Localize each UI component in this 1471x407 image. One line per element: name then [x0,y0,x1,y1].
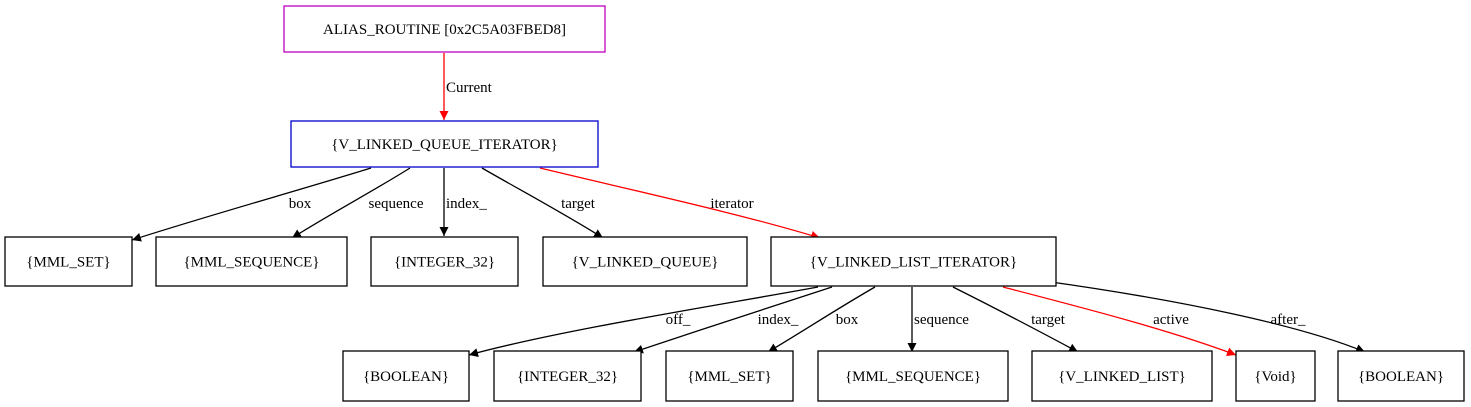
node-label: {BOOLEAN} [363,369,449,385]
node-label: ALIAS_ROUTINE [0x2C5A03FBED8] [323,22,566,38]
node-box [342,350,470,402]
edge-line [633,286,833,354]
node-int32-1: {INTEGER_32} [370,236,519,287]
edge-label: index_ [758,312,799,328]
edge-line [539,167,821,240]
edge-label: target [1031,312,1066,328]
edge-line [952,286,1079,353]
node-label: {MML_SEQUENCE} [845,369,981,385]
node-label: {V_LINKED_LIST} [1058,369,1186,385]
node-mml-set-1: {MML_SET} [4,236,133,287]
node-label: {V_LINKED_QUEUE_ITERATOR} [331,137,558,153]
node-vlqi: {V_LINKED_QUEUE_ITERATOR} [290,120,599,168]
edge-label: index_ [446,196,487,212]
edge-label: after_ [1271,312,1306,328]
node-vlq: {V_LINKED_QUEUE} [542,236,748,287]
node-int32-2: {INTEGER_32} [493,350,642,402]
edge-iterator: iterator [539,167,821,240]
edge-line [1043,280,1366,353]
node-box [493,350,642,402]
edge-current: Current [439,53,493,120]
node-mml-seq-1: {MML_SEQUENCE} [155,236,348,287]
node-label: {MML_SEQUENCE} [183,255,319,271]
edge-line [481,167,604,239]
node-box [4,236,133,287]
node-box [770,236,1057,287]
edge-line [1002,286,1237,357]
node-box [1235,350,1316,402]
edge-box-1: box [131,167,372,242]
node-box [1337,350,1465,402]
node-label: {V_LINKED_QUEUE} [572,255,719,271]
node-label: {BOOLEAN} [1358,369,1444,385]
edge-line [767,286,876,353]
node-vlli: {V_LINKED_LIST_ITERATOR} [770,236,1057,287]
node-box [283,5,606,53]
edge-line [291,167,411,239]
edge-target-1: target [481,167,604,239]
node-box [155,236,348,287]
node-box [370,236,519,287]
edge-label: sequence [914,312,969,328]
edge-off: off_ [468,286,819,357]
edge-sequence-1: sequence [291,167,424,239]
edge-index-2: index_ [633,286,833,354]
node-label: {INTEGER_32} [394,255,495,271]
edge-label: box [289,196,312,212]
node-box [665,350,794,402]
node-box [1031,350,1213,402]
node-label: {Void} [1254,369,1296,385]
edge-label: off_ [666,312,691,328]
node-box [817,350,1009,402]
node-vll: {V_LINKED_LIST} [1031,350,1213,402]
node-label: {V_LINKED_LIST_ITERATOR} [810,255,1017,271]
edge-label: iterator [710,196,753,212]
edge-label: active [1153,312,1189,328]
edge-box-2: box [767,286,876,353]
node-root: ALIAS_ROUTINE [0x2C5A03FBED8] [283,5,606,53]
node-box [542,236,748,287]
edge-sequence-2: sequence [907,287,969,352]
edge-line [131,167,372,242]
edge-target-2: target [952,286,1079,353]
node-mml-set-2: {MML_SET} [665,350,794,402]
nodes-layer: ALIAS_ROUTINE [0x2C5A03FBED8] {V_LINKED_Q… [4,5,1465,402]
edge-label: box [836,312,859,328]
node-label: {INTEGER_32} [517,369,618,385]
edge-active: active [1002,286,1237,357]
node-void: {Void} [1235,350,1316,402]
edge-line [468,286,819,357]
node-label: {MML_SET} [26,255,110,271]
node-bool-1: {BOOLEAN} [342,350,470,402]
node-label: {MML_SET} [687,369,771,385]
node-box [290,120,599,168]
edge-label: target [561,196,596,212]
node-bool-2: {BOOLEAN} [1337,350,1465,402]
edge-label: Current [446,80,493,96]
edge-index-1: index_ [439,168,487,236]
node-mml-seq-2: {MML_SEQUENCE} [817,350,1009,402]
edge-after: after_ [1043,280,1366,353]
edge-label: sequence [369,196,424,212]
